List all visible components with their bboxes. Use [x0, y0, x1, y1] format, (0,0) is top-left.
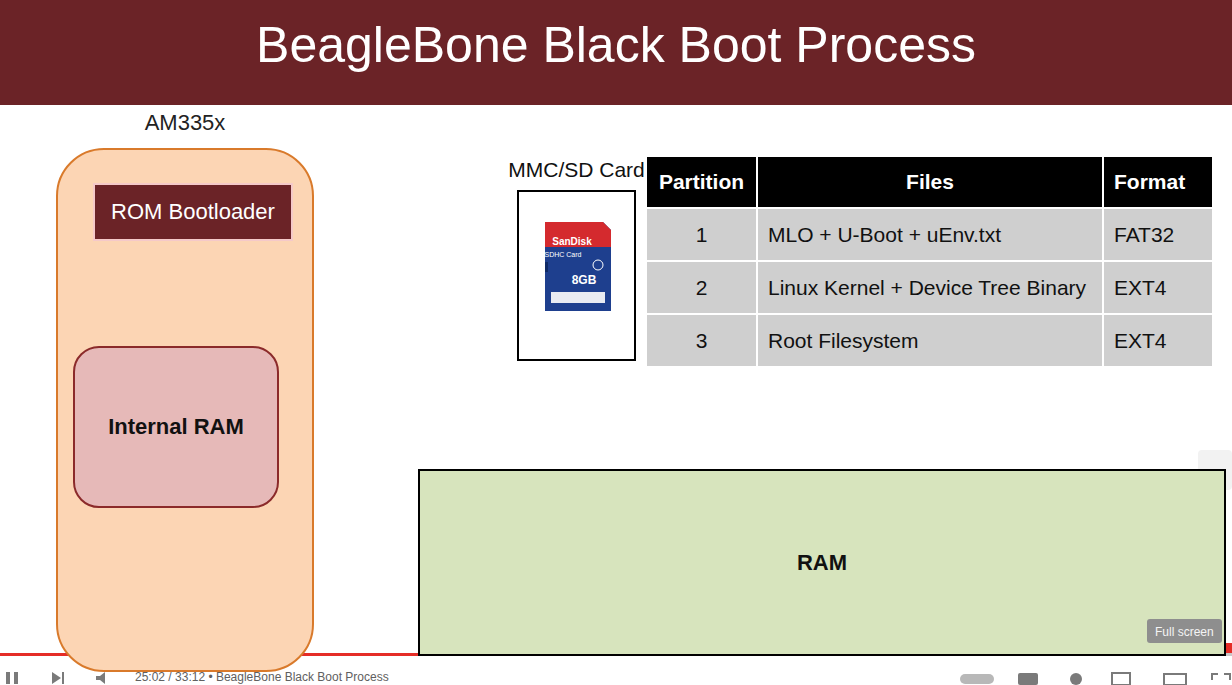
title-band: BeagleBone Black Boot Process [0, 0, 1232, 105]
brand-text: SanDisk [552, 236, 591, 247]
cell-text: 3 [696, 329, 708, 353]
box-body: RAM [420, 471, 1224, 654]
rom-box: ROM Bootloader [93, 183, 293, 241]
ram-box: RAM [418, 469, 1226, 656]
cell-text: 1 [696, 223, 708, 247]
sd-card-picture [545, 222, 611, 311]
cell-text: FAT32 [1114, 223, 1174, 247]
next-icon [52, 672, 61, 684]
sd-card-stripe [551, 292, 605, 303]
pause-icon [6, 672, 10, 684]
theater-icon [1164, 674, 1186, 685]
video-time-text: 25:02 / 33:12 • BeagleBone Black Boot Pr… [135, 670, 389, 684]
sd-card-band [545, 222, 611, 247]
table-cell: EXT4 [1104, 262, 1212, 313]
box-body: ROM Bootloader [95, 185, 291, 239]
pause-icon [14, 672, 18, 684]
box-body: Internal RAM [75, 348, 277, 506]
settings-icon [1070, 673, 1082, 685]
table-cell: Linux Kernel + Device Tree Binary [758, 262, 1102, 313]
cell-text: EXT4 [1114, 329, 1167, 353]
cc-icon [1018, 673, 1038, 685]
box-label: ROM Bootloader [103, 199, 283, 225]
header-text: Format [1114, 170, 1185, 194]
card-type-text: SDHC Card [545, 251, 582, 258]
partition-table: Partition Files Format 1 MLO + U-Boot + uEnv… [647, 157, 1212, 366]
cell-text: EXT4 [1114, 276, 1167, 300]
table-cell: EXT4 [1104, 315, 1212, 366]
table-cell: 2 [647, 262, 756, 313]
table-cell: Root Filesystem [758, 315, 1102, 366]
cell-text: MLO + U-Boot + uEnv.txt [768, 223, 1001, 247]
next-icon [62, 672, 64, 684]
table-cell: MLO + U-Boot + uEnv.txt [758, 209, 1102, 260]
title-text: BeagleBone Black Boot Process [0, 16, 1232, 74]
sd-card-notch [545, 262, 548, 272]
tooltip-text: Full screen [1155, 625, 1214, 639]
box-label: RAM [789, 550, 855, 576]
cell-text: Linux Kernel + Device Tree Binary [768, 276, 1086, 300]
header-text: Partition [659, 170, 744, 194]
cell-text: 2 [696, 276, 708, 300]
volume-icon [96, 672, 105, 684]
table-header-cell: Format [1104, 157, 1212, 207]
autoplay-toggle [960, 674, 994, 684]
table-header-cell: Partition [647, 157, 756, 207]
header-text: Files [906, 170, 954, 194]
fullscreen-icon [1212, 674, 1230, 680]
box-label: Internal RAM [100, 414, 252, 440]
sd-card-body [545, 222, 611, 311]
tooltip-box: Full screen [1147, 619, 1222, 643]
cell-text: Root Filesystem [768, 329, 919, 353]
table-cell: 3 [647, 315, 756, 366]
box-heading: AM335x [145, 110, 226, 136]
box-heading: MMC/SD Card [508, 158, 645, 182]
ram-box: Internal RAM [73, 346, 279, 508]
miniplayer-icon [1112, 673, 1130, 685]
capacity-text: 8GB [572, 273, 597, 287]
table-cell: FAT32 [1104, 209, 1212, 260]
sd-card-logo [593, 260, 603, 270]
table-cell: 1 [647, 209, 756, 260]
chip-box: AM335xROM BootloaderInternal RAM [56, 148, 314, 672]
table-header-cell: Files [758, 157, 1102, 207]
